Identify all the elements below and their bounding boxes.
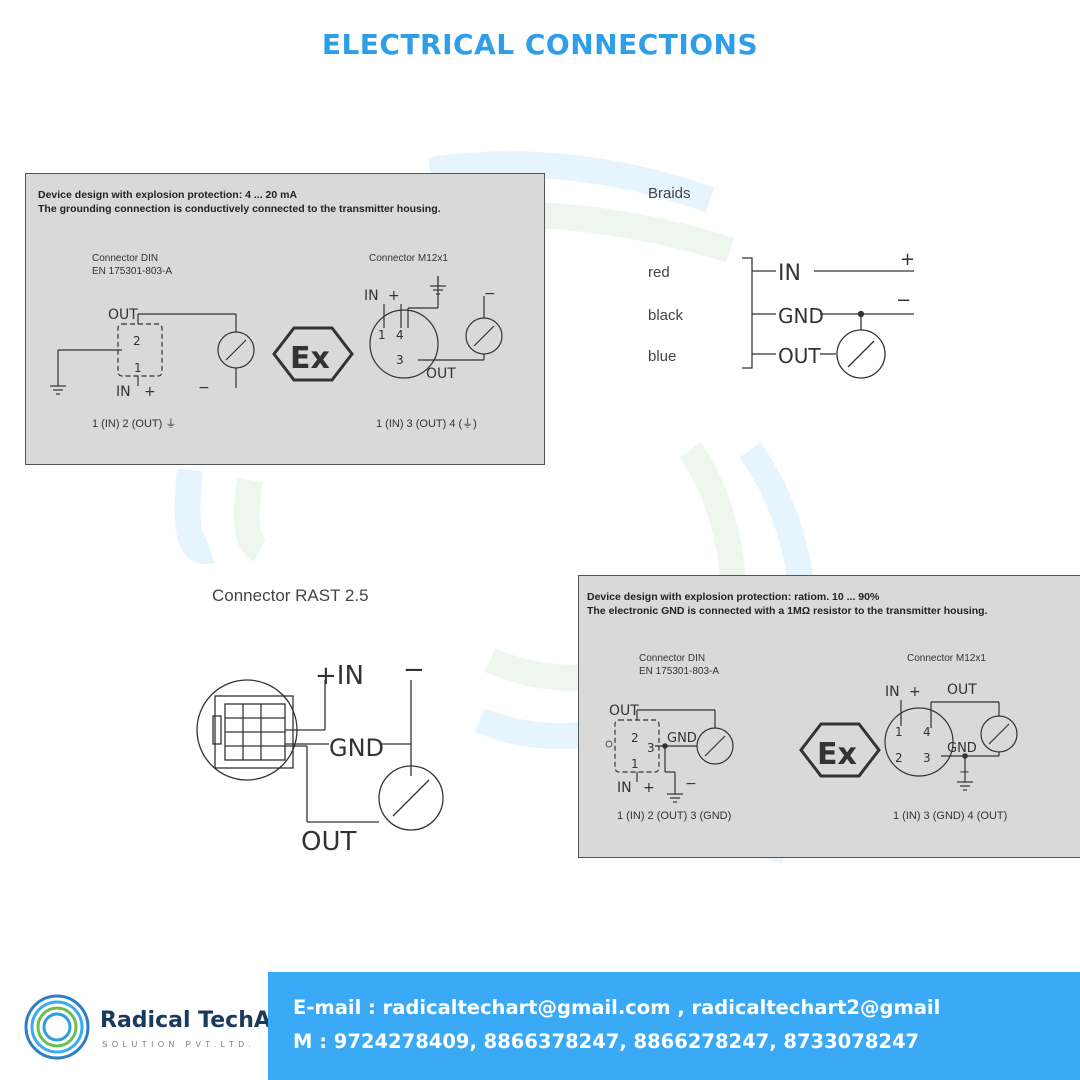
braids-out-label: OUT: [778, 344, 821, 368]
panel-d-din-pins: 1 (IN) 2 (OUT) 3 (GND): [617, 810, 732, 822]
din-pin-1: 1: [631, 757, 639, 771]
rast-gnd-label: GND: [329, 734, 384, 762]
ex-badge: [799, 722, 881, 778]
m12-gnd-label: GND: [947, 741, 977, 756]
panel-d-heading-line2: The electronic GND is connected with a 1…: [587, 605, 988, 617]
din-pin-2: 2: [631, 731, 639, 745]
din-in-label: IN: [617, 780, 632, 796]
panel-explosion-current: Device design with explosion protection:…: [25, 173, 545, 465]
rast-in-label: +IN: [315, 661, 364, 691]
din-pin-1: 1: [134, 361, 142, 375]
m12-plus-sign: +: [909, 684, 921, 700]
panel-a-wiring-diagram: OUT IN + − 2 1 Ex IN + − 1 4 3 OUT: [50, 276, 503, 400]
footer-logo-area: [0, 972, 268, 1080]
m12-out-label: OUT: [426, 366, 456, 382]
din-out-label: OUT: [609, 703, 639, 719]
m12-connector-body: [369, 309, 439, 379]
contact-email[interactable]: E-mail : radicaltechart@gmail.com , radi…: [293, 996, 941, 1019]
rast-wiring-diagram: +IN − GND OUT: [196, 655, 444, 857]
ex-badge-text: Ex: [817, 737, 857, 772]
contact-bar: E-mail : radicaltechart@gmail.com , radi…: [268, 972, 1080, 1080]
braids-title: Braids: [648, 185, 691, 202]
m12-connector-body: [884, 707, 954, 777]
m12-out-label: OUT: [947, 682, 977, 698]
m12-minus-sign: −: [959, 765, 970, 780]
m12-plus-sign: +: [388, 288, 400, 304]
company-logo-icon: [24, 994, 90, 1060]
gauge-symbol: [696, 727, 734, 765]
gauge-symbol: [836, 329, 886, 379]
m12-in-label: IN: [364, 288, 379, 304]
braids-gnd-label: GND: [778, 304, 824, 328]
panel-d-din-label: Connector DIN: [639, 653, 706, 664]
braids-wiring-diagram: IN GND OUT + −: [742, 249, 915, 379]
din-plus-sign: +: [643, 780, 655, 796]
din-minus-sign: −: [198, 380, 210, 396]
panel-d-wiring-diagram: OUT IN + − GND 2 3 1 Ex IN + OUT 1 4 2 3…: [605, 682, 1018, 803]
braid-black-label: black: [648, 307, 684, 324]
braid-red-label: red: [648, 264, 670, 281]
din-gnd-label: GND: [667, 731, 697, 746]
page-title: ELECTRICAL CONNECTIONS: [321, 28, 759, 61]
rast-title: Connector RAST 2.5: [212, 586, 369, 605]
m12-pin-2: 2: [895, 751, 903, 765]
m12-pin-1: 1: [378, 328, 386, 342]
m12-minus-sign: −: [484, 286, 496, 302]
din-minus-sign: −: [685, 776, 697, 792]
company-subtitle: SOLUTION PVT.LTD.: [102, 1040, 256, 1049]
m12-in-label: IN: [885, 684, 900, 700]
panel-a-din-label: Connector DIN: [92, 253, 159, 264]
contact-phone[interactable]: M : 9724278409, 8866378247, 8866278247, …: [293, 1030, 920, 1053]
din-plus-sign: +: [144, 384, 156, 400]
panel-d-heading-line1: Device design with explosion protection:…: [587, 591, 880, 603]
braid-blue-label: blue: [648, 348, 677, 365]
rast-minus-sign: −: [403, 655, 425, 685]
m12-pin-1: 1: [895, 725, 903, 739]
company-name: Radical TechArt: [100, 1008, 293, 1033]
din-pin-3: 3: [647, 741, 655, 755]
m12-pin-4: 4: [923, 725, 931, 739]
gauge-symbol: [378, 765, 444, 831]
m12-pin-3: 3: [923, 751, 931, 765]
ground-icon: ⏚: [165, 418, 177, 430]
m12-pin-3: 3: [396, 353, 404, 367]
panel-a-din-standard: EN 175301-803-A: [92, 266, 173, 277]
panel-d-m12-pins: 1 (IN) 3 (GND) 4 (OUT): [893, 810, 1008, 822]
din-pin-2: 2: [133, 334, 141, 348]
panel-d-m12-label: Connector M12x1: [907, 653, 986, 664]
din-out-label: OUT: [108, 307, 138, 323]
din-in-label: IN: [116, 384, 131, 400]
panel-a-heading-line2: The grounding connection is conductively…: [38, 203, 441, 215]
panel-a-m12-pins: 1 (IN) 3 (OUT) 4 (⏚): [376, 418, 477, 430]
panel-a-heading-line1: Device design with explosion protection:…: [38, 189, 298, 201]
panel-explosion-ratio: Device design with explosion protection:…: [578, 575, 1080, 858]
ex-badge: [272, 326, 354, 382]
ground-icon: ⏚: [462, 418, 474, 430]
ex-badge-text: Ex: [290, 341, 330, 376]
rast-out-label: OUT: [301, 827, 356, 857]
braids-plus-sign: +: [900, 249, 915, 270]
braids-minus-sign: −: [896, 290, 911, 311]
panel-a-din-pins: 1 (IN) 2 (OUT) ⏚: [92, 418, 177, 430]
panel-a-m12-label: Connector M12x1: [369, 253, 448, 264]
braids-in-label: IN: [778, 261, 801, 286]
panel-d-din-standard: EN 175301-803-A: [639, 666, 720, 677]
m12-pin-4: 4: [396, 328, 404, 342]
